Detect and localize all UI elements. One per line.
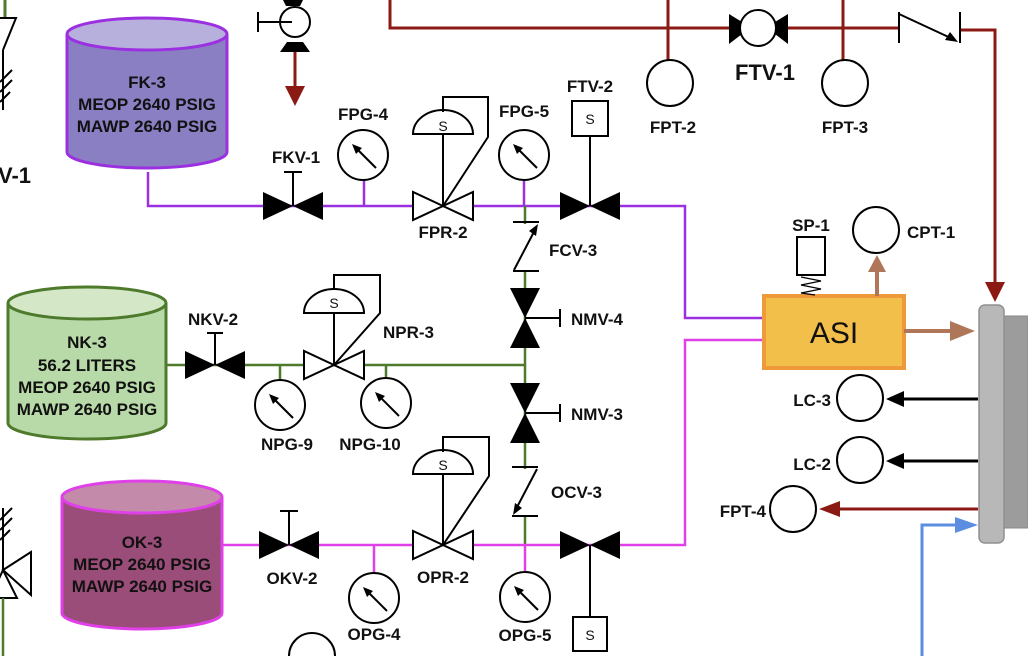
sensor-cpt-1-label: CPT-1 (907, 223, 955, 242)
valve-partial-left-label: V-1 (0, 163, 31, 188)
regulator-npr-3-s: S (329, 295, 338, 311)
regulator-fpr-2-s: S (438, 118, 447, 134)
regulator-fpr-2-label: FPR-2 (418, 223, 467, 242)
valve-nmv-4[interactable]: NMV-4 (510, 288, 624, 348)
combustion-chamber[interactable] (978, 304, 1028, 544)
tank-nk-3-mawp: MAWP 2640 PSIG (17, 400, 157, 419)
gauge-opg-4[interactable]: OPG-4 (348, 572, 401, 644)
valve-fkv-1-label: FKV-1 (272, 148, 320, 167)
valve-nmv-4-label: NMV-4 (571, 310, 624, 329)
tank-fk-3-mawp: MAWP 2640 PSIG (77, 117, 217, 136)
sensor-lc-3-label: LC-3 (793, 391, 831, 410)
gauge-fpg-5-label: FPG-5 (499, 102, 549, 121)
valve-okv-2-label: OKV-2 (266, 569, 317, 588)
check-valve-ocv-3[interactable]: OCV-3 (512, 466, 602, 517)
gauge-fpg-4-label: FPG-4 (338, 105, 389, 124)
gauge-opg-5-label: OPG-5 (499, 626, 552, 645)
gauge-npg-10[interactable]: NPG-10 (339, 377, 412, 454)
regulator-npr-3-label: NPR-3 (383, 323, 434, 342)
tank-ok-3-meop: MEOP 2640 PSIG (73, 555, 211, 574)
sensor-fpt-3[interactable]: FPT-3 (821, 59, 869, 137)
spark-plug-sp-1-label: SP-1 (792, 216, 830, 235)
tank-fk-3-name: FK-3 (128, 73, 166, 92)
tank-nk-3-meop: MEOP 2640 PSIG (18, 378, 156, 397)
tank-ok-3-name: OK-3 (122, 533, 163, 552)
valve-partial-left[interactable]: V-1 (0, 0, 31, 188)
coolant-line (920, 517, 978, 656)
fuel-line (146, 172, 763, 320)
sensor-lc-2-label: LC-2 (793, 455, 831, 474)
gauge-npg-9[interactable]: NPG-9 (254, 379, 313, 454)
regulator-fpr-2[interactable]: S FPR-2 (411, 96, 489, 242)
valve-top-manual[interactable] (257, 0, 311, 106)
valve-nkv-2[interactable]: NKV-2 (185, 310, 245, 379)
gauge-fpg-4[interactable]: FPG-4 (337, 105, 389, 181)
check-valve-top[interactable] (898, 12, 961, 43)
sensor-fpt-4-label: FPT-4 (720, 502, 767, 521)
check-valve-fcv-3-label: FCV-3 (549, 241, 597, 260)
tank-fk-3-meop: MEOP 2640 PSIG (78, 95, 216, 114)
sensor-lc-3[interactable]: LC-3 (793, 374, 978, 422)
valve-ftv-2-label: FTV-2 (567, 77, 613, 96)
tank-nk-3-name: NK-3 (67, 333, 107, 352)
regulator-opr-2-label: OPR-2 (417, 568, 469, 587)
sensor-fpt-3-label: FPT-3 (822, 118, 868, 137)
regulator-opr-2-s: S (438, 457, 447, 473)
valve-ftv-1[interactable]: FTV-1 (729, 9, 795, 85)
asi-igniter[interactable]: ASI (762, 255, 975, 370)
valve-okv-2[interactable]: OKV-2 (259, 510, 319, 588)
tank-nk-3-volume: 56.2 LITERS (38, 356, 136, 375)
gauge-opg-5[interactable]: OPG-5 (499, 571, 552, 645)
valve-nkv-2-label: NKV-2 (188, 310, 238, 329)
partial-sensor-bottom (288, 632, 336, 656)
check-valve-fcv-3[interactable]: FCV-3 (513, 221, 597, 272)
sensor-fpt-4[interactable]: FPT-4 (720, 485, 978, 533)
valve-ox-solenoid[interactable]: S (560, 531, 620, 652)
valve-ftv-2-s: S (585, 111, 594, 127)
valve-ox-solenoid-s: S (585, 627, 594, 643)
valve-partial-left-bottom[interactable] (0, 507, 32, 656)
gauge-opg-4-label: OPG-4 (348, 625, 401, 644)
gauge-npg-10-label: NPG-10 (339, 435, 400, 454)
valve-ftv-1-label: FTV-1 (735, 60, 795, 85)
valve-nmv-3-label: NMV-3 (571, 405, 623, 424)
valve-nmv-3[interactable]: NMV-3 (510, 383, 623, 443)
gauge-npg-9-label: NPG-9 (261, 435, 313, 454)
sensor-cpt-1[interactable]: CPT-1 (852, 206, 955, 254)
sensor-lc-2[interactable]: LC-2 (793, 436, 978, 484)
tank-nk-3[interactable]: NK-3 56.2 LITERS MEOP 2640 PSIG MAWP 264… (6, 285, 168, 441)
tank-ok-3-mawp: MAWP 2640 PSIG (72, 577, 212, 596)
regulator-opr-2[interactable]: S OPR-2 (411, 436, 490, 587)
sensor-fpt-2-label: FPT-2 (650, 118, 696, 137)
feed-line-top (388, 0, 1005, 302)
regulator-npr-3[interactable]: S NPR-3 (302, 274, 434, 381)
valve-ftv-2[interactable]: S FTV-2 (560, 77, 620, 220)
spark-plug-sp-1[interactable]: SP-1 (792, 216, 830, 296)
valve-fkv-1[interactable]: FKV-1 (263, 148, 323, 220)
check-valve-ocv-3-label: OCV-3 (551, 483, 602, 502)
gauge-fpg-5[interactable]: FPG-5 (498, 102, 550, 181)
tank-ok-3[interactable]: OK-3 MEOP 2640 PSIG MAWP 2640 PSIG (60, 479, 224, 631)
sensor-fpt-2[interactable]: FPT-2 (646, 59, 696, 137)
asi-label: ASI (810, 317, 858, 350)
tank-fk-3[interactable]: FK-3 MEOP 2640 PSIG MAWP 2640 PSIG (65, 16, 229, 170)
